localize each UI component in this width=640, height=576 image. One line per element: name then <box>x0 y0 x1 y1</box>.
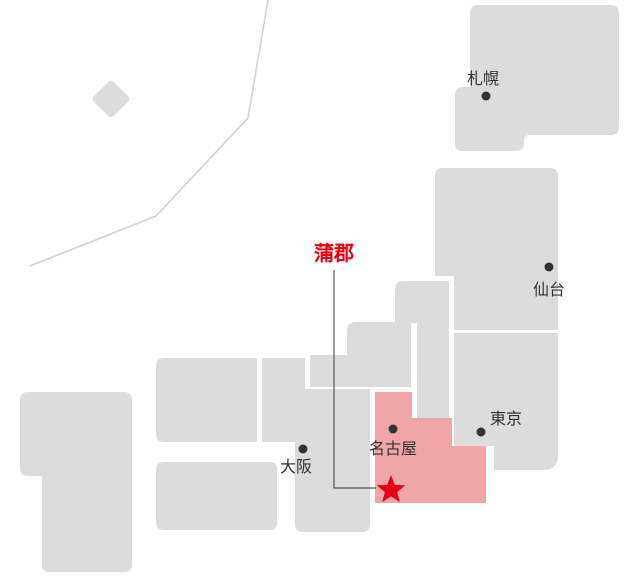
city-osaka: 大阪 <box>280 444 312 476</box>
star-icon <box>376 475 406 503</box>
region-chugoku <box>156 358 257 442</box>
city-dot <box>544 262 554 272</box>
region-kyushu <box>20 392 132 572</box>
region-tokai-highlight <box>375 392 486 503</box>
region-koshin <box>417 323 449 418</box>
city-label-nagoya: 名古屋 <box>369 439 417 458</box>
city-dot <box>476 427 486 437</box>
city-tokyo: 東京 <box>476 409 522 437</box>
region-tohoku <box>435 168 558 330</box>
sea-boundary-line <box>29 0 269 267</box>
city-label-osaka: 大阪 <box>280 457 312 476</box>
city-sendai: 仙台 <box>533 262 565 299</box>
region-shikoku <box>156 462 277 530</box>
city-label-sendai: 仙台 <box>533 280 565 299</box>
island-dokdo-shape <box>92 80 130 118</box>
region-hokkaido <box>455 5 619 151</box>
region-kinki-north <box>310 322 411 387</box>
city-label-sapporo: 札幌 <box>467 69 499 88</box>
leader-line <box>333 270 376 489</box>
city-sapporo: 札幌 <box>467 69 499 101</box>
target-location-label: 蒲郡 <box>314 241 354 265</box>
city-dot <box>481 91 491 101</box>
city-dot <box>298 444 308 454</box>
city-dot <box>388 424 398 434</box>
city-label-tokyo: 東京 <box>490 409 522 428</box>
city-nagoya: 名古屋 <box>369 424 417 458</box>
